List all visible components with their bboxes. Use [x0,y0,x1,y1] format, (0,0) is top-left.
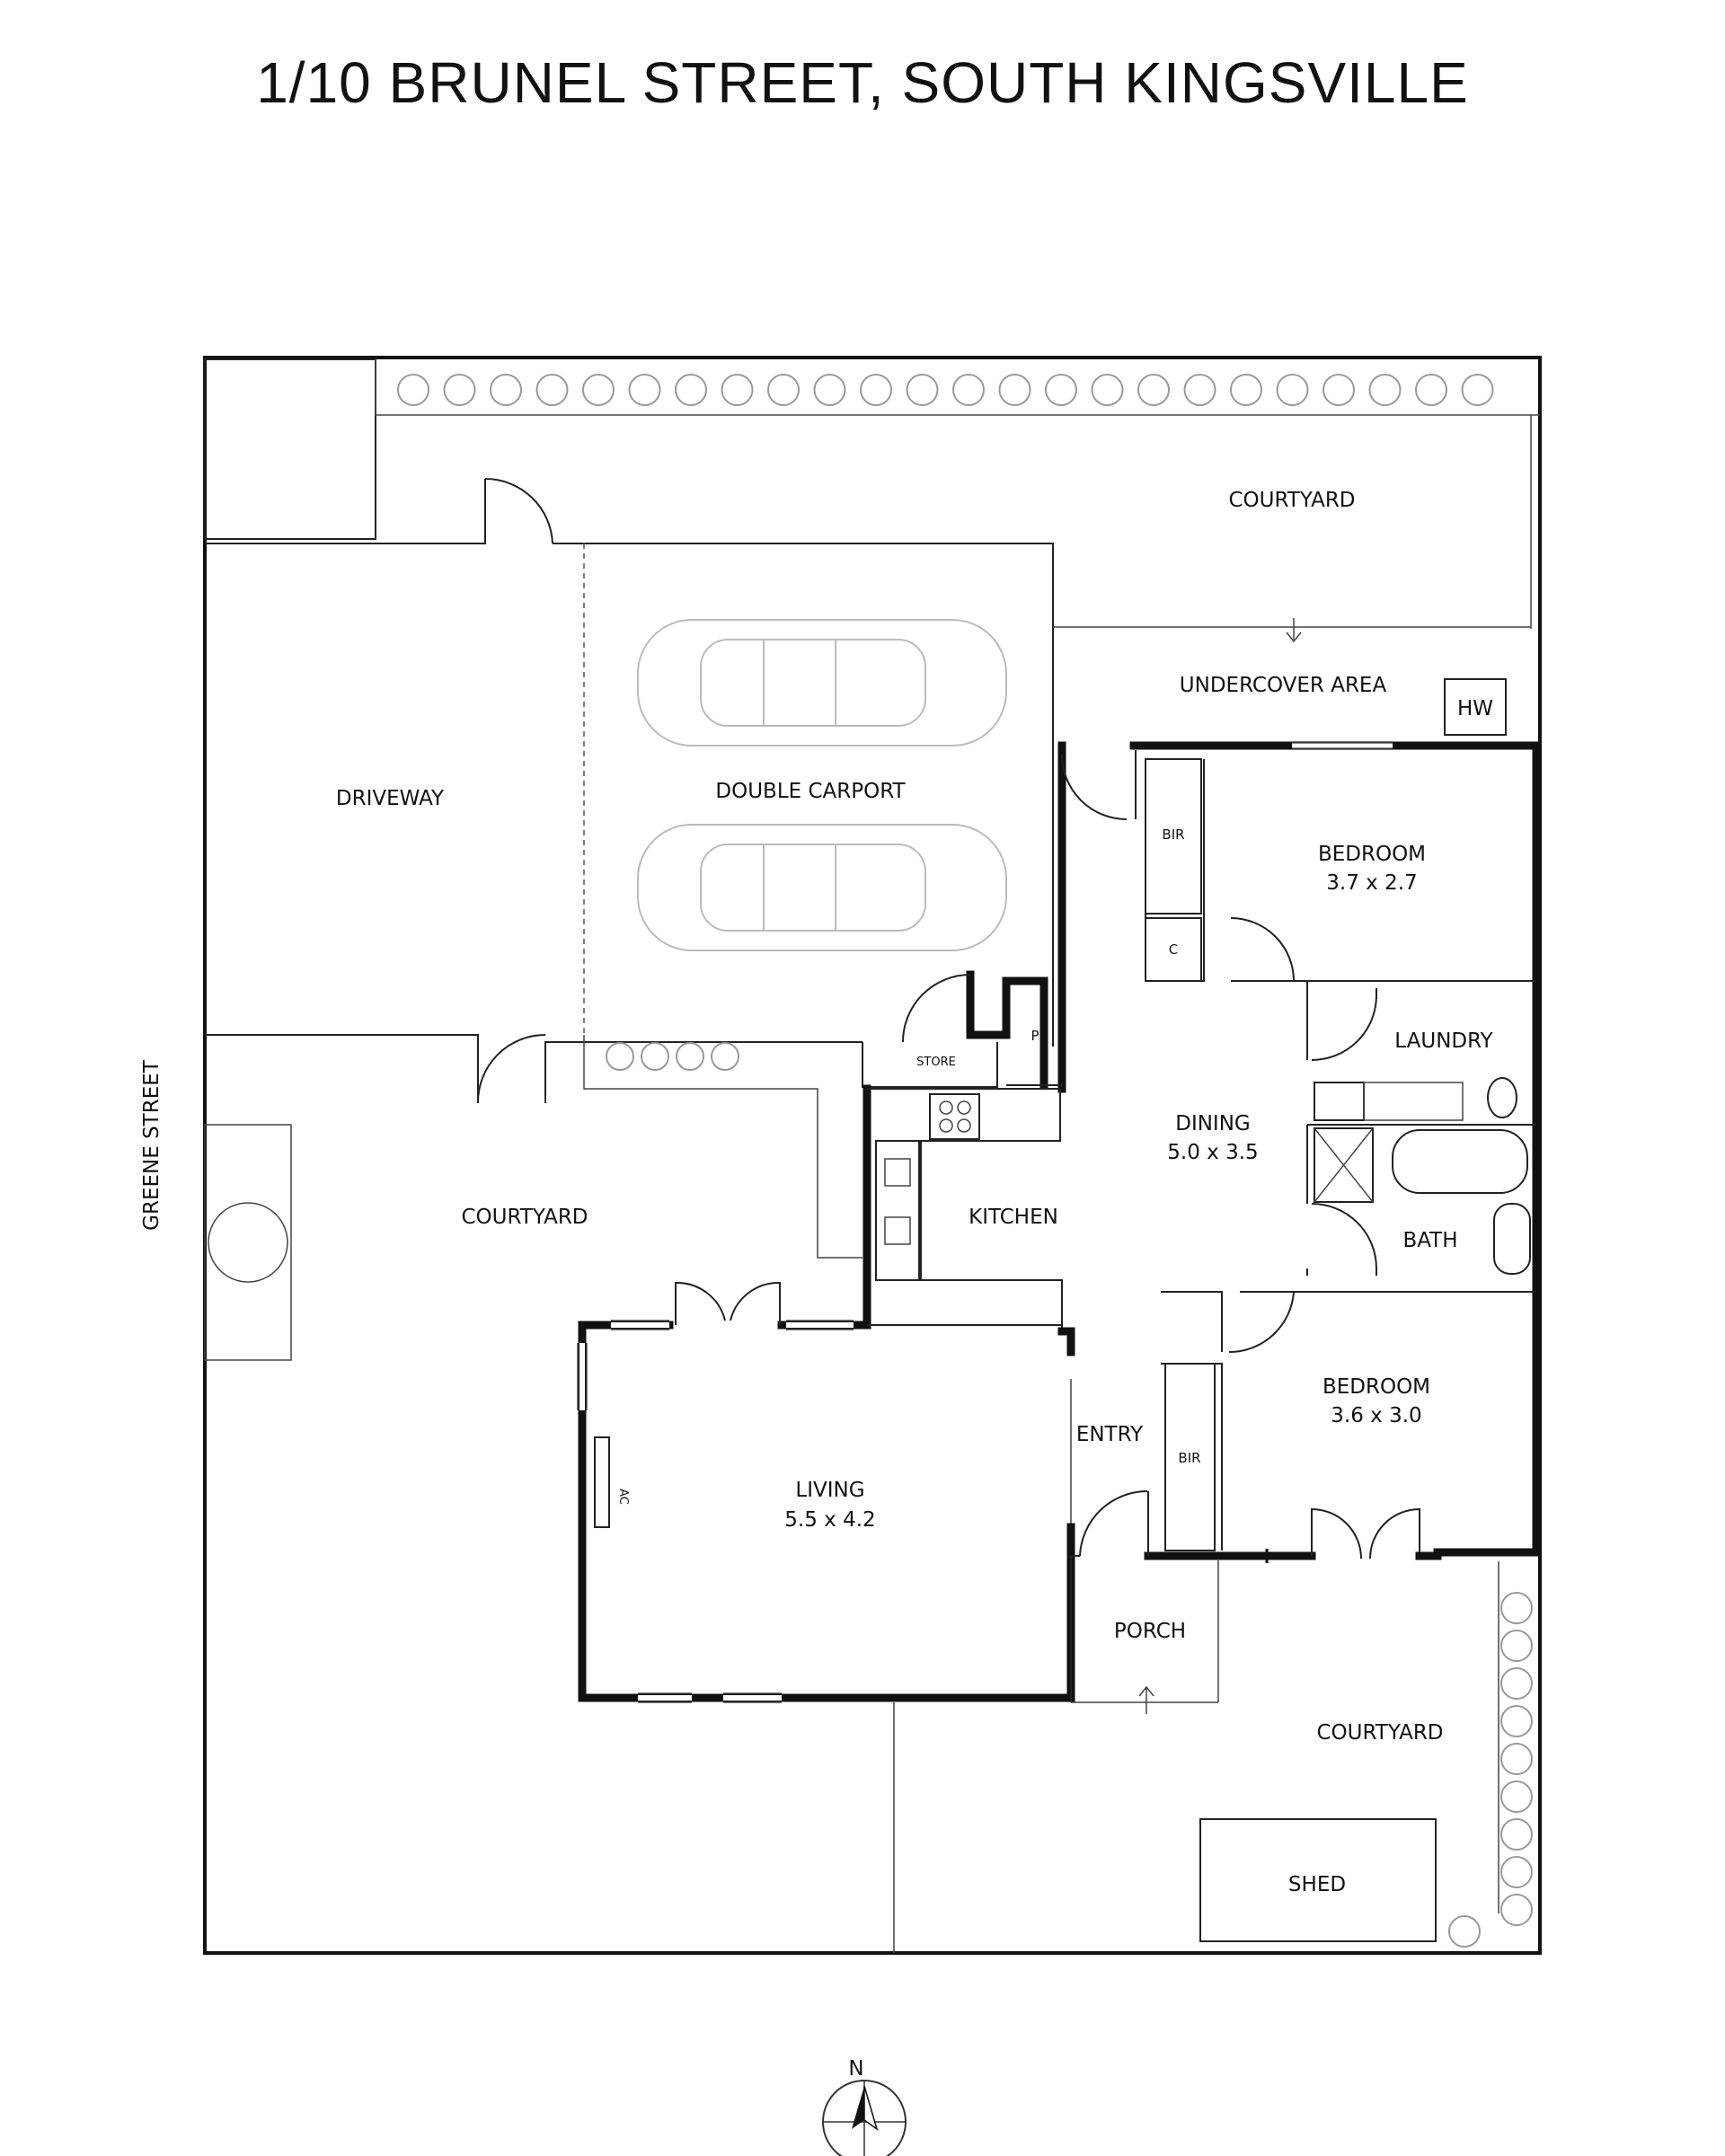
label-courtyard-north: COURTYARD [1228,489,1355,512]
label-courtyard-south: COURTYARD [1316,1721,1443,1745]
vanity-basin [1493,1203,1531,1275]
label-laundry: LAUNDRY [1394,1029,1493,1053]
label-dining-size: 5.0 x 3.5 [1167,1141,1258,1164]
compass-label: N [848,2057,863,2081]
door-entry[interactable] [1079,1489,1148,1557]
hedge-shrub-icon [535,374,569,406]
label-carport: DOUBLE CARPORT [715,780,906,803]
french-door-living-left[interactable] [675,1281,726,1325]
hot-water-unit [1444,678,1507,736]
hedge-shrub-icon [952,374,985,406]
laundry-tub [1314,1082,1365,1121]
hedge-east [1448,1592,1533,1948]
label-porch: PORCH [1114,1620,1186,1643]
label-hw: HW [1457,697,1493,720]
hedge-shrub-icon [443,374,476,406]
label-bedroom2: BEDROOM [1322,1375,1430,1399]
hedge-shrub-icon [860,374,892,406]
hedge-shrub-icon [1500,1780,1533,1813]
hedge-shrub-icon [1448,1915,1481,1948]
west-feature [204,1124,292,1361]
door-bath[interactable] [1311,1203,1377,1269]
hedge-shrub-icon [1500,1630,1533,1662]
label-shed: SHED [1288,1873,1346,1896]
hedge-shrub-icon [906,374,939,406]
door-store[interactable] [902,974,971,1043]
shed [1199,1818,1437,1942]
label-bedroom1-size: 3.7 x 2.7 [1326,871,1417,895]
hedge-shrub-icon [1500,1743,1533,1775]
label-bedroom1: BEDROOM [1318,843,1426,866]
hedge-shrub-icon [1368,374,1402,406]
label-bedroom2-size: 3.6 x 3.0 [1331,1404,1421,1427]
label-courtyard-west: COURTYARD [461,1206,588,1229]
hedge-carport [606,1042,739,1071]
nw-enclosure [204,358,376,540]
kitchen-sink [875,1140,920,1281]
label-undercover: UNDERCOVER AREA [1180,674,1387,697]
hedge-shrub-icon [1183,374,1216,406]
hedge-north [397,374,1494,406]
hedge-shrub-icon [1415,374,1447,406]
hedge-shrub-icon [582,374,615,406]
hedge-shrub-icon [628,374,661,406]
label-bir2: BIR [1178,1450,1200,1466]
ac-unit [594,1436,610,1528]
shower [1314,1127,1374,1203]
bathtub [1392,1129,1528,1194]
door-carport[interactable] [1061,754,1128,820]
label-pantry: P [1031,1028,1039,1044]
label-ac: AC [616,1489,630,1505]
label-store: STORE [916,1056,956,1069]
hedge-shrub-icon [606,1042,634,1071]
hedge-shrub-icon [1276,374,1309,406]
label-dining: DINING [1175,1112,1251,1135]
hedge-shrub-icon [813,374,846,406]
label-bir1: BIR [1162,826,1184,843]
hedge-shrub-icon [675,374,707,406]
hedge-shrub-icon [1500,1894,1533,1926]
label-living-size: 5.5 x 4.2 [784,1508,875,1532]
hedge-shrub-icon [397,374,429,406]
car-icon [637,619,1007,747]
hedge-shrub-icon [1500,1592,1533,1624]
label-driveway: DRIVEWAY [336,787,445,810]
gate-door-north [484,477,553,544]
door-laundry[interactable] [1311,994,1377,1061]
hedge-shrub-icon [1045,374,1077,406]
plan-title: 1/10 BRUNEL STREET, SOUTH KINGSVILLE [256,50,1469,115]
hedge-shrub-icon [767,374,800,406]
label-bath: BATH [1402,1229,1457,1252]
property-boundary [203,356,1542,1955]
toilet-icon [1487,1077,1517,1118]
car-icon [637,824,1007,951]
hedge-shrub-icon [1091,374,1124,406]
hedge-shrub-icon [1500,1667,1533,1700]
door-bedroom2[interactable] [1228,1291,1295,1354]
hedge-shrub-icon [1137,374,1170,406]
label-entry: ENTRY [1076,1423,1144,1446]
gate-door-west [476,1034,546,1104]
hedge-shrub-icon [490,374,522,406]
hedge-shrub-icon [1500,1818,1533,1851]
door-bedroom1[interactable] [1230,917,1295,982]
compass-icon: N [822,2057,907,2156]
label-living: LIVING [795,1479,864,1502]
hedge-shrub-icon [998,374,1031,406]
french-door-left[interactable] [1311,1507,1362,1560]
street-label: GREENE STREET [140,1059,164,1231]
hedge-shrub-icon [711,1042,739,1071]
hedge-shrub-icon [1461,374,1494,406]
hedge-shrub-icon [1500,1856,1533,1888]
hedge-shrub-icon [676,1042,704,1071]
label-cupboard: C [1169,941,1178,958]
hedge-shrub-icon [641,1042,669,1071]
label-kitchen: KITCHEN [969,1206,1058,1229]
hedge-shrub-icon [1230,374,1262,406]
hedge-shrub-icon [1322,374,1355,406]
cooktop-icon [929,1093,980,1140]
hedge-shrub-icon [1500,1705,1533,1737]
hedge-shrub-icon [721,374,754,406]
